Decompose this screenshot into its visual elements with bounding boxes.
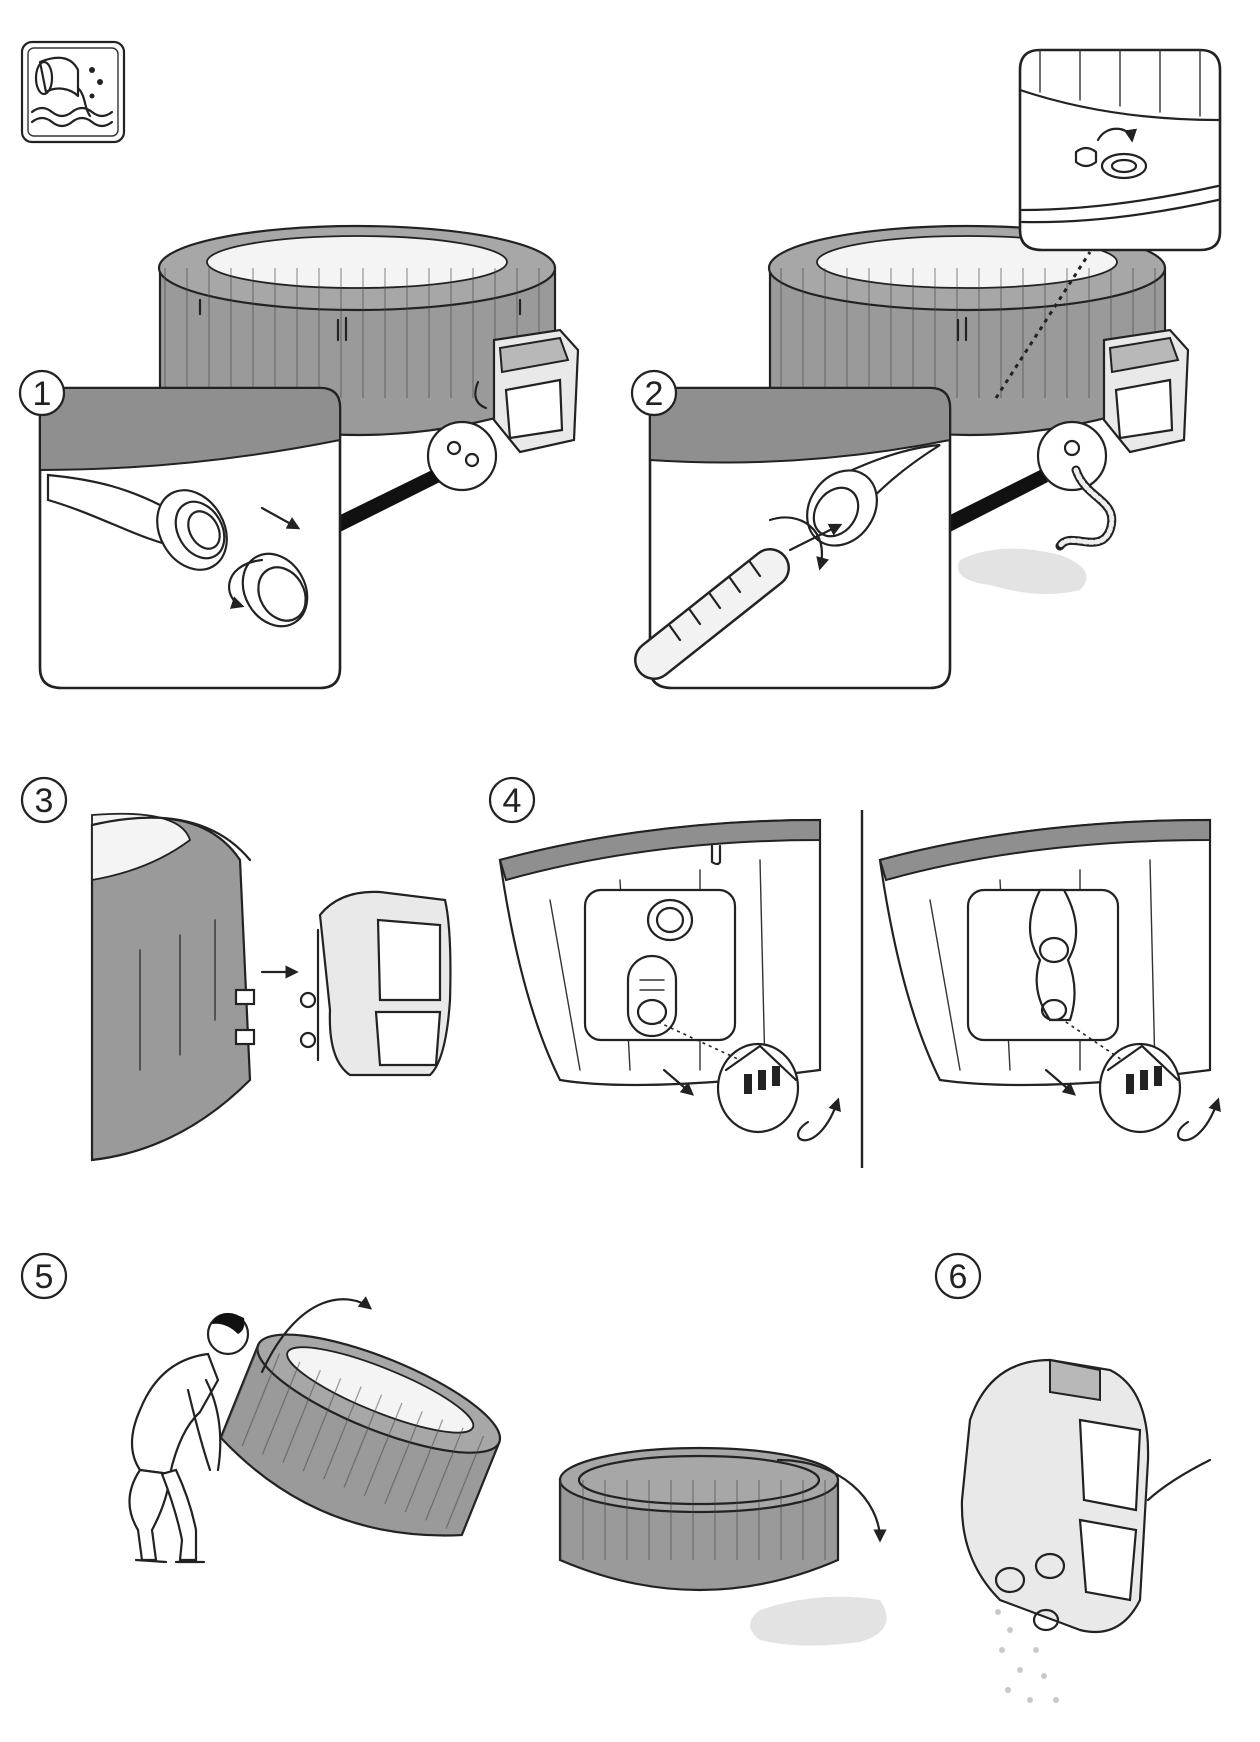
step-badge-6: 6: [934, 1252, 982, 1300]
step-4-left-illustration: [498, 818, 841, 1142]
step-number-2: 2: [645, 375, 664, 413]
step-3-illustration: [90, 812, 452, 1162]
step-badge-3: 3: [20, 776, 68, 824]
person-figure: [128, 1312, 250, 1564]
step-number-1: 1: [33, 375, 52, 413]
drain-water-icon: [20, 40, 126, 144]
step-1-illustration: [38, 224, 580, 690]
step-number-6: 6: [949, 1258, 968, 1296]
step-5-illustration: [128, 1296, 887, 1646]
step-2-illustration: [634, 48, 1222, 690]
step-badge-5: 5: [20, 1252, 68, 1300]
step-4-right-illustration: [878, 818, 1221, 1142]
step-number-4: 4: [503, 782, 522, 820]
step-badge-2: 2: [630, 369, 678, 417]
step-number-3: 3: [35, 782, 54, 820]
step-badge-1: 1: [18, 369, 66, 417]
step-number-5: 5: [35, 1258, 54, 1296]
step-6-illustration: [960, 1358, 1212, 1703]
step-badge-4: 4: [488, 776, 536, 824]
